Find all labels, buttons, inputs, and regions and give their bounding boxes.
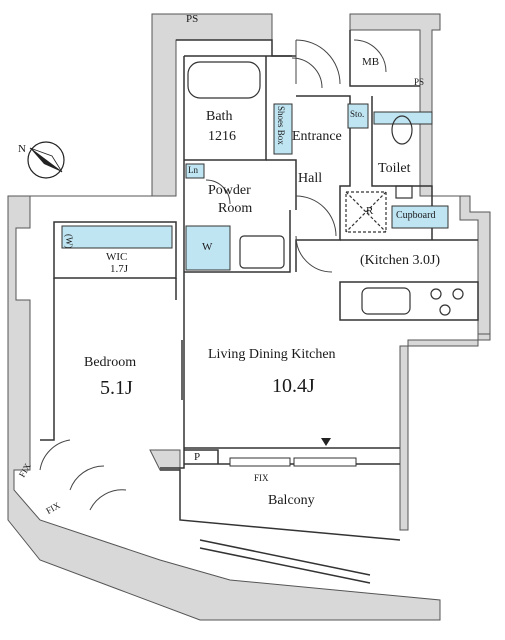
fix-center-label: FIX <box>254 473 269 483</box>
sto-label: Sto. <box>350 109 365 119</box>
bath-size-label: 1216 <box>208 129 236 144</box>
wic-size-label: 1.7J <box>110 263 129 275</box>
mb-label: MB <box>362 56 380 68</box>
compass-icon <box>27 141 65 179</box>
wic-w-label: (W) <box>64 234 74 249</box>
ps-top-label: PS <box>186 13 199 25</box>
entry-marker <box>321 438 331 446</box>
refrigerator-label: R <box>366 205 374 217</box>
balcony-label: Balcony <box>268 493 315 508</box>
ps-right-label: PS <box>414 77 425 87</box>
ldk-size-label: 10.4J <box>272 375 315 397</box>
windows <box>229 457 357 467</box>
cupboard-label: Cupboard <box>396 210 436 221</box>
bedroom-size-label: 5.1J <box>100 377 133 399</box>
north-label: N <box>18 143 26 155</box>
fixtures <box>61 103 449 271</box>
ldk-label: Living Dining Kitchen <box>208 347 336 362</box>
bedroom-label: Bedroom <box>84 355 137 370</box>
ln-label: Ln <box>188 165 198 175</box>
appliances <box>187 61 464 316</box>
toilet-label: Toilet <box>378 161 411 176</box>
wic-label: WIC <box>106 251 128 263</box>
washer-label: W <box>202 241 213 253</box>
powder-label: Powder <box>208 183 251 198</box>
kitchen-label: (Kitchen 3.0J) <box>360 253 441 268</box>
doors <box>39 39 387 511</box>
entrance-label: Entrance <box>292 129 342 144</box>
walls <box>7 13 491 621</box>
interior-walls <box>40 30 479 584</box>
hall-label: Hall <box>298 171 323 186</box>
bath-label: Bath <box>206 109 233 124</box>
room-label: Room <box>218 201 253 216</box>
shoes-box-label: Shoes Box <box>276 106 286 145</box>
p-label: P <box>194 451 201 463</box>
